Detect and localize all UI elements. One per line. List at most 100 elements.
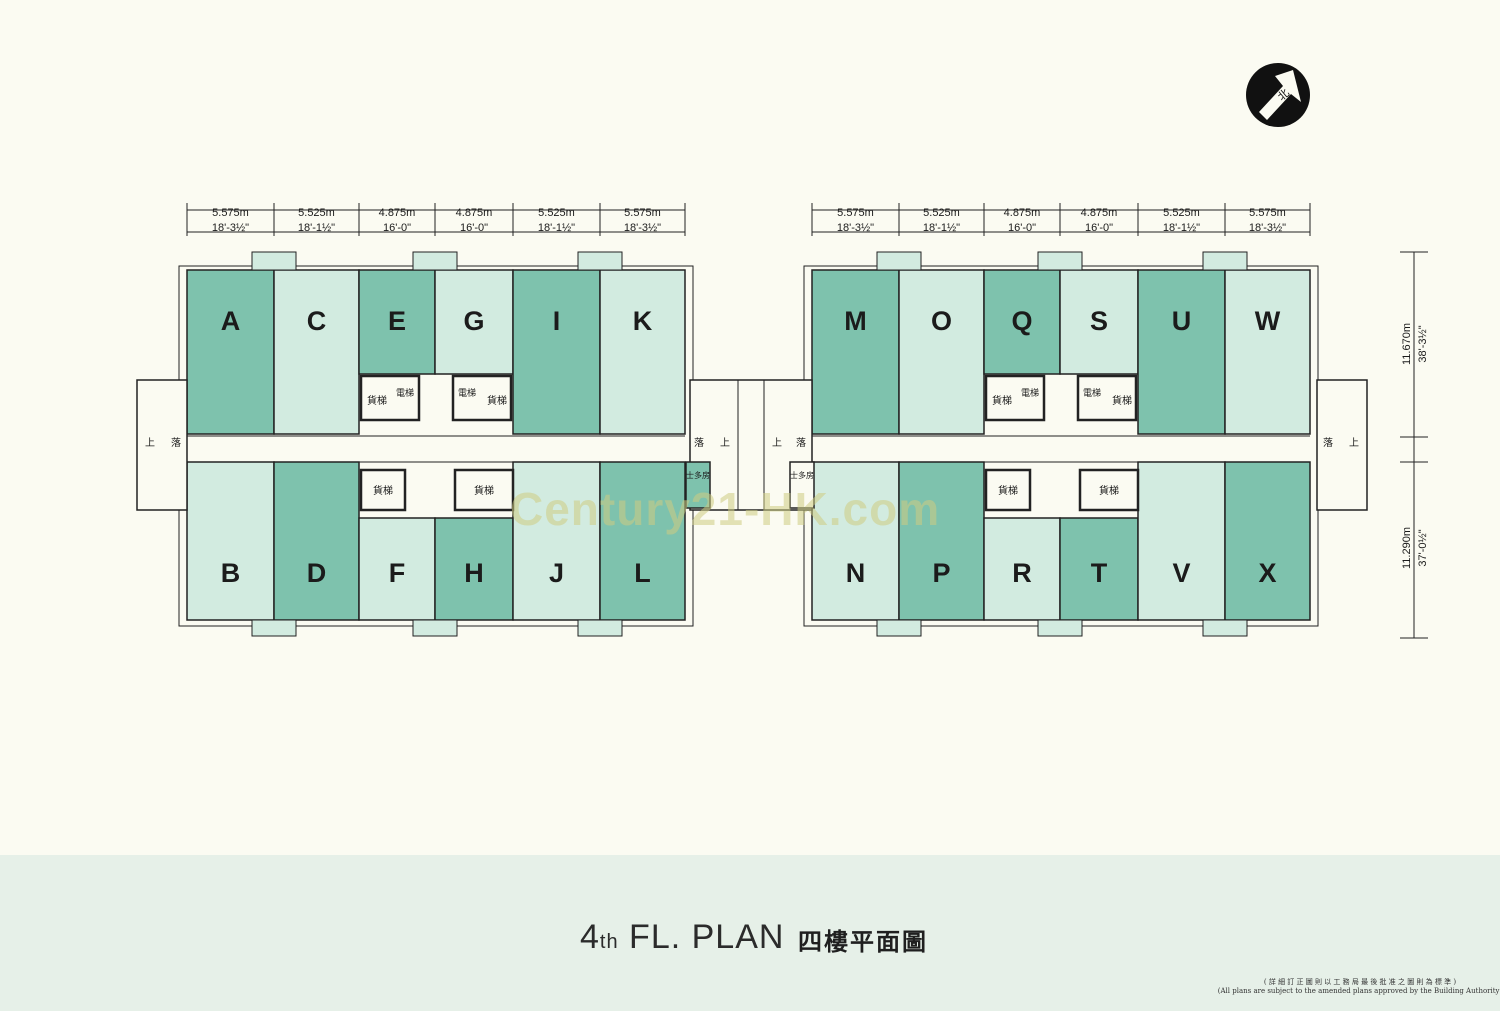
right-wing-balcony-bottom-0: [876, 619, 922, 637]
left-wing-unit-F: [358, 517, 436, 621]
right-wing-unit-label-Q: Q: [1011, 306, 1032, 336]
right-wing-unit-label-P: P: [932, 558, 950, 588]
approval-note-chinese: ( 詳 細 訂 正 圖 則 以 工 務 局 最 後 批 准 之 圖 則 為 標 …: [1263, 978, 1457, 986]
title-number: 4: [580, 918, 600, 956]
left-wing-balcony-bottom-0: [251, 619, 297, 637]
left-wing-dim-imperial-3: 16'-0": [460, 222, 488, 234]
right-wing-dim-imperial-4: 18'-1½": [1163, 222, 1200, 234]
left-wing-dim-metric-4: 5.525m: [538, 207, 575, 219]
right-wing-unit-label-M: M: [844, 306, 867, 336]
right-wing-unit-W: [1224, 269, 1311, 435]
left-wing-cargo-lift-label-4: 貨梯: [474, 484, 494, 497]
left-wing-dim-imperial-5: 18'-3½": [624, 222, 661, 234]
right-wing-unit-P: [898, 461, 985, 621]
left-wing-unit-label-A: A: [221, 306, 241, 336]
right-wing-balcony-bottom-2: [1202, 619, 1248, 637]
right-wing-dim-metric-4: 5.525m: [1163, 207, 1200, 219]
left-wing-balcony-top-2: [577, 251, 623, 271]
left-wing-balcony-top-0: [251, 251, 297, 271]
right-wing-balcony-top-0: [876, 251, 922, 271]
store-room-right: [789, 461, 815, 509]
left-wing-unit-label-L: L: [634, 558, 651, 588]
left-wing-unit-label-I: I: [553, 306, 561, 336]
left-wing-unit-label-K: K: [633, 306, 653, 336]
store-room-right-label: 士多房: [790, 470, 814, 480]
left-stair-block: [136, 379, 188, 511]
right-wing-cargo-lift-label-1: 貨梯: [992, 394, 1012, 407]
left-wing-cargo-lift-label-3: 貨梯: [373, 484, 393, 497]
left-wing-lift-lobby-top-2: [451, 374, 513, 422]
left-wing-dim-imperial-0: 18'-3½": [212, 222, 249, 234]
right-stair-up-label: 上: [1349, 437, 1359, 449]
left-wing-unit-label-B: B: [221, 558, 241, 588]
left-wing-unit-D: [273, 461, 360, 621]
left-wing-cargo-lift-label-2: 貨梯: [487, 394, 507, 407]
left-wing-dim-metric-1: 5.525m: [298, 207, 335, 219]
left-wing-lift-lobby-top: [359, 374, 421, 422]
right-wing-dim-imperial-0: 18'-3½": [837, 222, 874, 234]
right-wing-unit-label-R: R: [1012, 558, 1032, 588]
right-stair-block: [1316, 379, 1368, 511]
left-wing-balcony-bottom-1: [412, 619, 458, 637]
right-wing-unit-label-W: W: [1255, 306, 1281, 336]
right-wing-dim-imperial-5: 18'-3½": [1249, 222, 1286, 234]
right-wing-balcony-top-2: [1202, 251, 1248, 271]
depth-top-imperial: 38'-3½": [1417, 325, 1429, 362]
left-wing-unit-J: [512, 461, 601, 621]
right-wing-unit-V: [1137, 461, 1226, 621]
approval-note: ( 詳 細 訂 正 圖 則 以 工 務 局 最 後 批 准 之 圖 則 為 標 …: [1195, 978, 1500, 996]
right-wing-lift-label-2: 電梯: [1083, 387, 1101, 399]
watermark: Century21-HK.com: [510, 483, 941, 535]
left-wing-unit-I: [512, 269, 601, 435]
left-stair-up-label: 上: [145, 437, 155, 449]
center-stair-down-left: 落: [694, 437, 704, 449]
left-wing-dim-imperial-2: 16'-0": [383, 222, 411, 234]
right-wing-cargo-lift-bottom-1: [984, 468, 1032, 512]
right-wing-cargo-lift-label-3: 貨梯: [998, 484, 1018, 497]
title-suffix: th: [599, 931, 619, 953]
left-stair-down-label: 落: [171, 437, 181, 449]
left-wing-dim-metric-2: 4.875m: [379, 207, 416, 219]
left-wing-unit-label-E: E: [388, 306, 406, 336]
left-wing-dim-metric-5: 5.575m: [624, 207, 661, 219]
depth-bottom-imperial: 37'-0½": [1417, 529, 1429, 566]
left-wing-unit-label-H: H: [464, 558, 484, 588]
right-wing-balcony-bottom-1: [1037, 619, 1083, 637]
center-stair-down-right: 落: [796, 437, 806, 449]
right-wing-unit-T: [1059, 517, 1139, 621]
left-wing-dim-imperial-4: 18'-1½": [538, 222, 575, 234]
plan-title: 4th FL. PLAN: [580, 918, 784, 957]
north-arrow-icon: 北: [1246, 63, 1310, 127]
right-wing-unit-label-N: N: [846, 558, 866, 588]
left-wing-cargo-lift-label-1: 貨梯: [367, 394, 387, 407]
right-wing-dim-metric-1: 5.525m: [923, 207, 960, 219]
right-wing-unit-N: [811, 461, 900, 621]
right-wing-unit-label-S: S: [1090, 306, 1108, 336]
left-wing-lift-label-1: 電梯: [396, 387, 414, 399]
right-wing-cargo-lift-bottom-2: [1078, 468, 1140, 512]
left-wing-cargo-lift-bottom-1: [359, 468, 407, 512]
right-wing-cargo-lift-label-4: 貨梯: [1099, 484, 1119, 497]
right-wing-unit-label-T: T: [1091, 558, 1108, 588]
left-wing-dim-metric-0: 5.575m: [212, 207, 249, 219]
left-wing-unit-label-D: D: [307, 558, 327, 588]
left-wing-balcony-top-1: [412, 251, 458, 271]
store-room-left-label: 士多房: [686, 470, 710, 480]
right-wing-lift-lobby-top: [984, 374, 1046, 422]
left-wing-unit-L: [599, 461, 686, 621]
left-wing-cargo-lift-bottom-2: [453, 468, 515, 512]
right-wing-dim-metric-3: 4.875m: [1081, 207, 1118, 219]
north-arrow: 北: [1245, 62, 1311, 128]
right-wing-unit-X: [1224, 461, 1311, 621]
right-wing-unit-S: [1059, 269, 1139, 375]
left-wing-unit-label-J: J: [549, 558, 564, 588]
left-wing-dim-imperial-1: 18'-1½": [298, 222, 335, 234]
right-wing-unit-label-X: X: [1258, 558, 1276, 588]
right-wing-unit-M: [811, 269, 900, 435]
right-wing-dim-imperial-2: 16'-0": [1008, 222, 1036, 234]
right-wing-unit-U: [1137, 269, 1226, 435]
right-wing-dim-imperial-1: 18'-1½": [923, 222, 960, 234]
center-stair-up-right: 上: [772, 437, 782, 449]
right-wing-cargo-lift-label-2: 貨梯: [1112, 394, 1132, 407]
right-wing-unit-label-U: U: [1172, 306, 1192, 336]
